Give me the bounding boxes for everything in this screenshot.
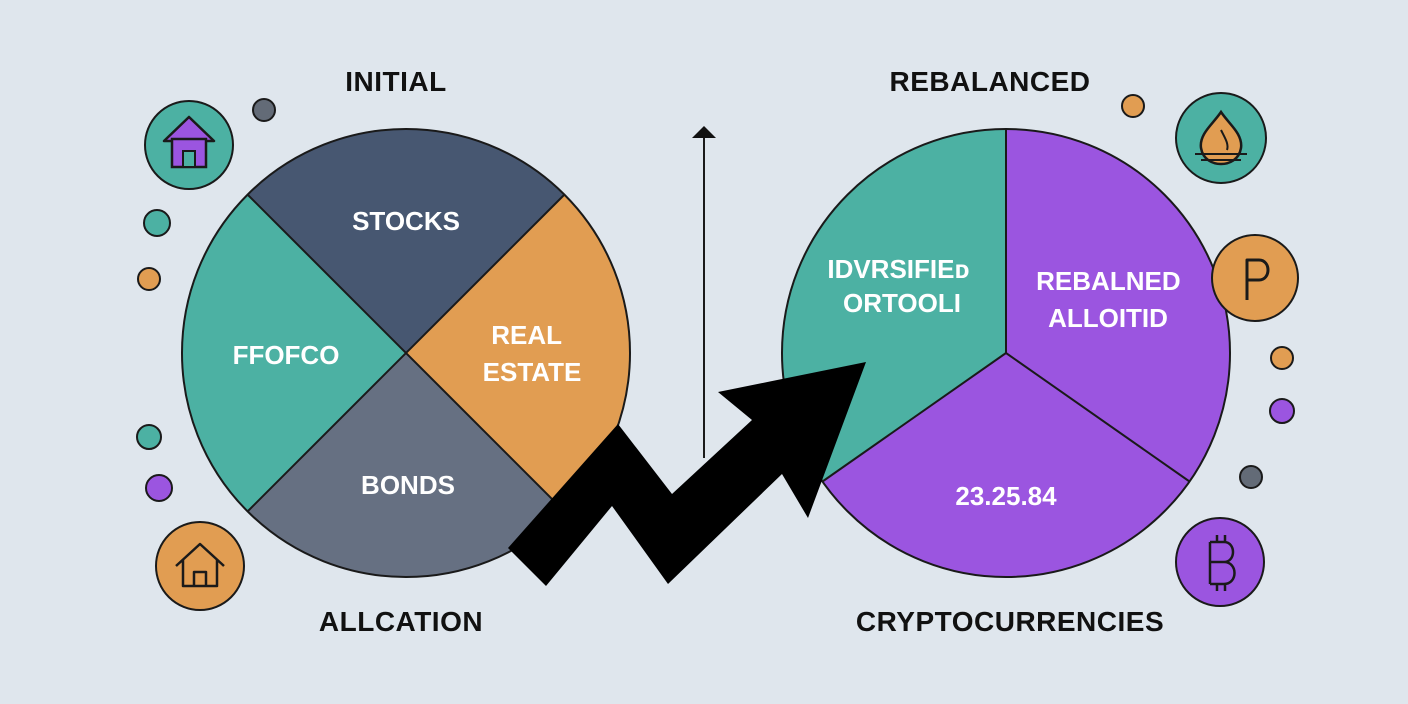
label-diversified: IDVRSIFIEᴅ ORTOOLI (827, 254, 976, 318)
pie-slice-fofco (181, 194, 406, 512)
vertical-axis-arrowhead (692, 126, 716, 138)
decorative-dots (136, 94, 1295, 502)
heading-rebalanced: REBALANCED (889, 66, 1091, 97)
pie-divider (821, 352, 1007, 483)
house-icon (144, 100, 234, 190)
pie-border (181, 128, 631, 578)
dot (137, 267, 161, 291)
dot (145, 474, 173, 502)
label-bonds: BONDS (361, 470, 455, 500)
rebalanced-pie: IDVRSIFIEᴅ ORTOOLI REBALNED ALLOITID 23.… (781, 128, 1231, 578)
initial-pie: STOCKS REAL ESTATE BONDS FFOFCO (181, 128, 631, 578)
coin-p-icon (1211, 234, 1299, 322)
dot (1269, 398, 1295, 424)
dot (136, 424, 162, 450)
label-value: 23.25.84 (955, 481, 1057, 511)
heading-initial: INITIAL (345, 66, 447, 97)
growth-arrow-body (508, 362, 866, 586)
pie-border (781, 128, 1231, 578)
dot (1239, 465, 1263, 489)
heading-cryptocurrencies: CRYPTOCURRENCIES (855, 606, 1165, 637)
heading-allocation: ALLCATION (318, 606, 484, 637)
flame-icon (1175, 92, 1267, 184)
pie-divider (1005, 352, 1191, 483)
dot (143, 209, 171, 237)
label-fofco: FFOFCO (233, 340, 340, 370)
house-outline-icon (155, 521, 245, 611)
pie-slice-real-estate (406, 194, 631, 512)
pie-divider (246, 193, 566, 513)
dot (252, 98, 276, 122)
dot (1121, 94, 1145, 118)
pie-slice-value (822, 353, 1190, 578)
growth-arrow (508, 362, 866, 586)
pie-slice-bonds (247, 353, 565, 578)
pie-slice-rebalanced-allocation (1006, 129, 1231, 482)
label-real-estate: REAL ESTATE (483, 320, 582, 387)
label-stocks: STOCKS (352, 206, 460, 236)
bitcoin-icon (1175, 517, 1265, 607)
label-rebalanced-allocation: REBALNED ALLOITID (1036, 266, 1188, 333)
pie-slice-stocks (247, 128, 565, 353)
dot (1270, 346, 1294, 370)
